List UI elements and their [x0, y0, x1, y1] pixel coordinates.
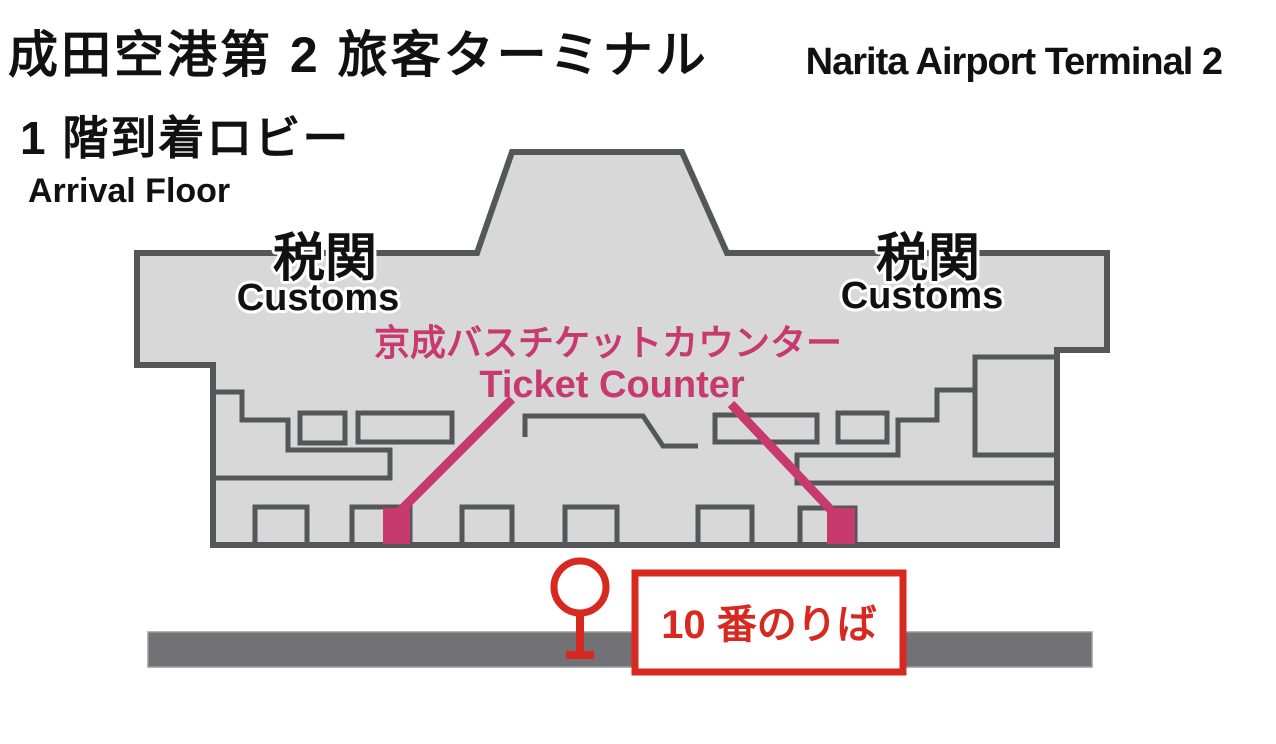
bus-stop-label: 10 番のりば — [661, 603, 877, 647]
bus-stop-sign-ring — [550, 557, 610, 617]
center-divider-wall — [522, 413, 698, 449]
bus-stop-sign-icon — [550, 557, 610, 659]
ticket-counter-marker-left — [383, 508, 410, 544]
bus-stop-label-box — [631, 569, 907, 676]
terminal-building-outline — [134, 149, 1110, 548]
left-interior-stair-wall — [213, 389, 393, 481]
right-interior-stair-wall — [795, 387, 975, 458]
bus-stop-sign-pole — [576, 605, 584, 655]
ticket-counter-marker-right — [827, 508, 855, 544]
left-small-counter — [297, 410, 348, 446]
right-small-counter — [835, 410, 890, 445]
customs-right-label-jp: 税関 — [876, 230, 980, 288]
right-corridor-wall — [794, 453, 1057, 486]
floor-title-japanese: 1 階到着ロビー — [20, 112, 350, 164]
customs-right-label-en: Customs — [841, 275, 1004, 317]
ticket-counter-label-jp: 京成バスチケットカウンター — [374, 322, 842, 363]
exit-bay — [695, 504, 755, 548]
left-center-counter — [355, 410, 455, 445]
ticket-counter-label-en: Ticket Counter — [479, 364, 745, 406]
exit-bay — [252, 504, 310, 548]
bus-stop-sign-base — [566, 651, 594, 659]
page-title-japanese: 成田空港第 2 旅客ターミナル — [8, 27, 709, 83]
customs-left-label-en: Customs — [237, 277, 400, 319]
right-room — [972, 354, 1060, 458]
ticket-counter-leader-left — [395, 395, 516, 516]
page-title-english: Narita Airport Terminal 2 — [806, 41, 1222, 83]
customs-left-label-jp: 税関 — [273, 230, 377, 288]
ticket-counter-leader-right — [727, 400, 835, 514]
road-bar — [147, 631, 1093, 668]
exit-bay — [562, 504, 620, 548]
floor-title-english: Arrival Floor — [28, 172, 230, 210]
exit-bay — [459, 504, 515, 548]
